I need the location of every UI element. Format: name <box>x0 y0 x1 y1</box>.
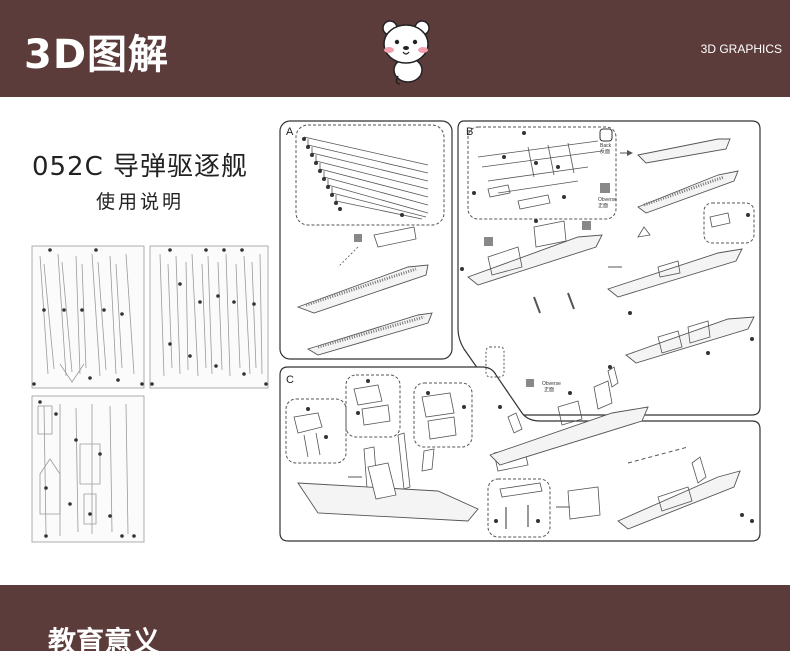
step-a-label: A <box>286 126 294 138</box>
page-subtitle: 3D GRAPHICS <box>700 42 782 56</box>
legend-obverse-cn: 正面 <box>598 203 608 209</box>
legend-obverse-cn-c: 正面 <box>544 387 554 393</box>
legend-obverse-c: Obverse <box>542 381 561 387</box>
section-title: 教育意义 <box>48 625 161 658</box>
step-b-panel: B Back 反面 Obverse 正面 <box>457 120 761 416</box>
manual-label: 使用说明 <box>95 191 184 213</box>
legend-back: Back <box>600 143 612 149</box>
legend-obverse: Obverse <box>598 197 617 203</box>
model-name: 052C 导弹驱逐舰 <box>31 152 249 182</box>
assembly-steps-panels: A B Back 反面 Obverse <box>279 120 761 542</box>
legend-back-cn: 反面 <box>600 148 610 155</box>
step-a-panel: A <box>279 120 453 360</box>
step-c-label: C <box>286 374 294 386</box>
step-c-panel: C Obverse 正面 <box>279 346 761 542</box>
parts-sheets-illustration <box>31 245 269 543</box>
section-banner <box>0 585 790 651</box>
page-title: 3D图解 <box>24 32 170 78</box>
bear-mascot-icon <box>382 20 430 85</box>
